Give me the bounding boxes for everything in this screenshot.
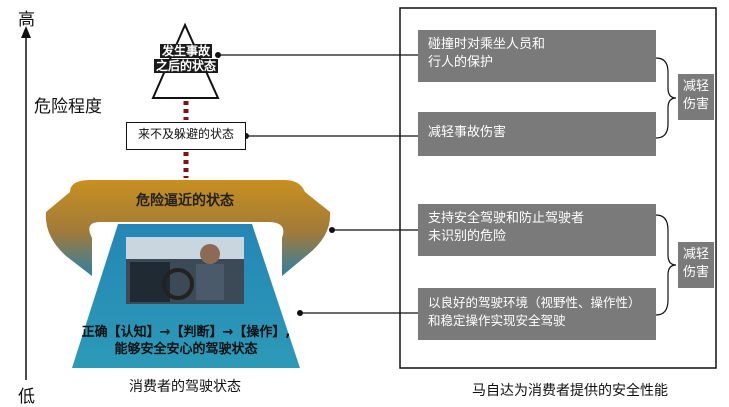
measure-box-4-line-1: 以良好的驾驶环境（视野性、操作性） [428, 295, 641, 310]
measure-box-3-line-1: 支持安全驾驶和防止驾驶者 [428, 211, 585, 226]
measure-box-2-line-1: 减轻事故伤害 [428, 125, 507, 140]
reduce-2-line-2: 伤害 [682, 265, 709, 280]
reduce-injury-badge-2: 减轻 伤害 [678, 242, 714, 288]
imminent-state-label: 危险逼近的状态 [136, 193, 234, 209]
reduce-2-line-1: 减轻 [682, 247, 709, 262]
brace-top [655, 57, 677, 139]
unavoidable-state-box: 来不及躲避的状态 [126, 122, 246, 150]
measure-box-2: 减轻事故伤害 [418, 112, 656, 156]
measure-box-3-line-2: 未识别的危险 [428, 229, 507, 244]
driving-text-line-2: 能够安全安心的驾驶状态 [114, 342, 258, 357]
measure-box-1-line-1: 碰撞时对乘坐人员和 [428, 37, 546, 52]
measure-box-1: 碰撞时对乘坐人员和 行人的保护 [418, 30, 656, 82]
driving-state-text: 正确【认知】→【判断】→【操作】, 能够安全安心的驾驶状态 [76, 324, 296, 358]
measure-box-3: 支持安全驾驶和防止驾驶者 未识别的危险 [418, 204, 656, 256]
imminent-band [45, 180, 331, 276]
axis-low-label: 低 [18, 387, 35, 407]
accident-state-text: 发生事故 之后的状态 [153, 44, 218, 73]
mazda-safety-caption: 马自达为消费者提供的安全性能 [472, 383, 668, 399]
axis-arrowhead [21, 26, 31, 38]
driving-text-line-1: 正确【认知】→【判断】→【操作】, [81, 325, 291, 340]
brace-bottom [655, 214, 677, 316]
axis-high-label: 高 [18, 10, 35, 30]
reduce-1-line-2: 伤害 [682, 97, 709, 112]
measure-box-4: 以良好的驾驶环境（视野性、操作性） 和稳定操作实现安全驾驶 [418, 288, 656, 340]
measure-box-1-line-2: 行人的保护 [428, 55, 494, 70]
axis-title: 危险程度 [34, 97, 102, 117]
reduce-injury-badge-1: 减轻 伤害 [678, 74, 714, 120]
measure-box-4-line-2: 和稳定操作实现安全驾驶 [428, 313, 566, 328]
consumer-state-caption: 消费者的驾驶状态 [129, 379, 241, 395]
reduce-1-line-1: 减轻 [682, 79, 709, 94]
